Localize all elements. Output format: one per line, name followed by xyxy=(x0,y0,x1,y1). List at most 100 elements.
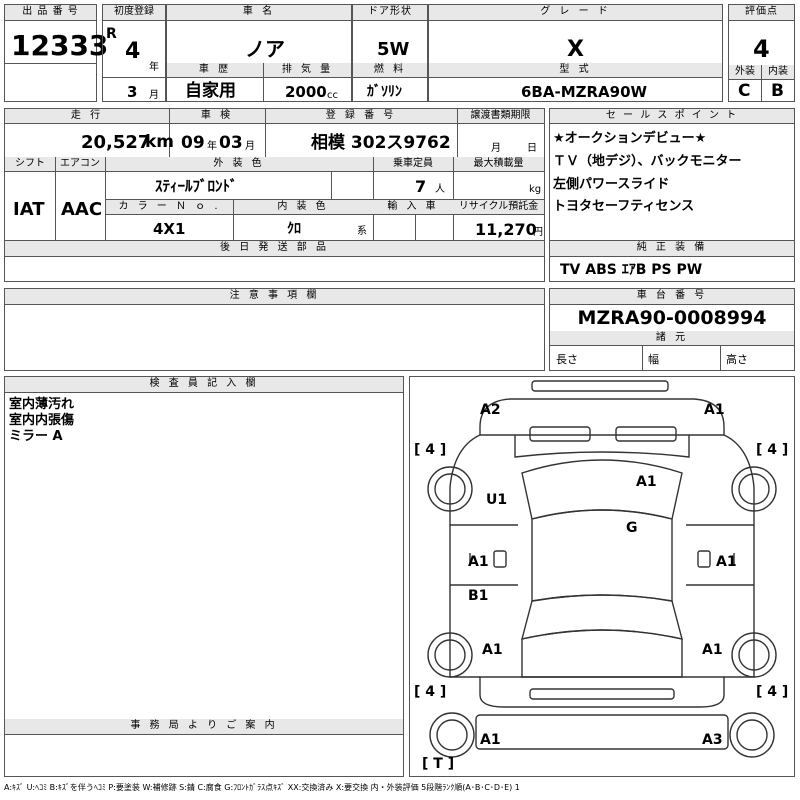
recycle-label: リサイクル預託金 xyxy=(453,200,544,215)
ext-color: ｽﾃｨｰﾙﾌﾞﾛﾝﾄﾞ xyxy=(155,177,238,195)
color-no-label: カ ラ ー Ｎ ｏ . xyxy=(106,200,233,215)
door-box: ドア形状 5W 燃 料 ｶﾞｿﾘﾝ xyxy=(352,4,428,102)
plate: 相模 302ス9762 xyxy=(311,133,451,153)
ext-color-label: 外 装 色 xyxy=(105,157,373,172)
int-color: ｸﾛ xyxy=(287,221,301,237)
shift-label: シフト xyxy=(5,157,55,172)
capacity-label: 乗車定員 xyxy=(373,157,453,172)
transfer-label: 譲渡書類期限 xyxy=(457,109,544,124)
tire-tread: [ T ] xyxy=(422,756,455,772)
cc-unit: cc xyxy=(327,90,338,101)
tire-tread: [ 4 ] xyxy=(414,684,447,700)
insp-month-unit: 月 xyxy=(245,141,255,152)
shift: IAT xyxy=(13,199,45,220)
model: 6BA-MZRA90W xyxy=(521,83,648,101)
car-name-label: 車 名 xyxy=(167,5,351,21)
office-label: 事 務 局 よ り ご 案 内 xyxy=(5,719,403,735)
max-load-label: 最大積載量 xyxy=(453,157,544,172)
int-color-unit: 系 xyxy=(357,226,367,237)
plate-label: 登 録 番 号 xyxy=(265,109,457,124)
displacement-label: 排 気 量 xyxy=(264,63,351,78)
insp-year: 09 xyxy=(181,133,205,153)
lot-number: 12333 xyxy=(11,29,109,62)
mileage-label: 走 行 xyxy=(5,109,169,124)
later-parts-label: 後 日 発 送 部 品 xyxy=(5,241,544,257)
tire-tread: [ 4 ] xyxy=(414,442,447,458)
chassis-box: 車 台 番 号 MZRA90-0008994 諸 元 長さ 幅 高さ xyxy=(549,288,795,371)
genuine-box: 純 正 装 備 TV ABS ｴｱB PS PW xyxy=(549,240,795,282)
grade-label: グ レ ー ド xyxy=(429,5,722,21)
tire-value: T xyxy=(433,756,443,772)
reg-month: 3 xyxy=(127,83,138,101)
door-label: ドア形状 xyxy=(353,5,427,21)
tire-value: 4 xyxy=(425,442,436,458)
era: R xyxy=(106,26,117,42)
height-label: 高さ xyxy=(726,353,748,366)
history-label: 車 歴 xyxy=(167,63,263,78)
tire-value: 4 xyxy=(425,684,436,700)
score-box: 評価点 4 外装 内装 C B xyxy=(728,4,795,102)
score: 4 xyxy=(753,35,770,63)
transfer-day: 日 xyxy=(527,143,537,154)
selling-point: 左側パワースライド xyxy=(553,177,670,192)
selling-points-box: セ ー ル ス ポ イ ン ト ★オークションデビュー★ ＴＶ（地デジ）、バック… xyxy=(549,108,795,242)
reg-year: 4 xyxy=(125,39,141,64)
int-label: 内装 xyxy=(762,65,794,80)
ext-grade: C xyxy=(738,81,751,101)
int-grade: B xyxy=(771,81,784,101)
damage-mark: A1 xyxy=(704,402,725,418)
lot-label: 出 品 番 号 xyxy=(5,5,96,21)
insp-year-unit: 年 xyxy=(207,141,217,152)
selling-point: ＴＶ（地デジ）、バックモニター xyxy=(553,154,742,169)
damage-mark: G xyxy=(626,520,638,536)
model-label: 型 式 xyxy=(429,63,722,78)
grade-box: グ レ ー ド X 型 式 6BA-MZRA90W xyxy=(428,4,723,102)
inspector-box: 検 査 員 記 入 欄 室内薄汚れ 室内内張傷 ミラー A 事 務 局 よ り … xyxy=(4,376,404,777)
color-no: 4X1 xyxy=(153,220,186,238)
mileage: 20,527 xyxy=(81,132,151,153)
genuine-label: 純 正 装 備 xyxy=(550,241,794,257)
history: 自家用 xyxy=(185,81,236,101)
damage-mark: A1 xyxy=(480,732,501,748)
ext-label: 外装 xyxy=(729,65,761,80)
year-unit: 年 xyxy=(149,62,159,73)
damage-mark: A2 xyxy=(480,402,501,418)
import-label: 輸 入 車 xyxy=(373,200,453,215)
later-parts-box: 後 日 発 送 部 品 xyxy=(4,240,545,282)
ac-label: エアコン xyxy=(55,157,105,172)
tire-value: 4 xyxy=(767,442,778,458)
insp-month: 03 xyxy=(219,133,243,153)
specs-label: 諸 元 xyxy=(550,331,794,346)
fuel: ｶﾞｿﾘﾝ xyxy=(367,84,402,100)
legend: A:ｷｽﾞ U:ﾍｺﾐ B:ｷｽﾞを伴うﾍｺﾐ P:要塗装 W:補修跡 S:錆 … xyxy=(4,783,520,792)
inspector-label: 検 査 員 記 入 欄 xyxy=(5,377,403,393)
damage-mark: A3 xyxy=(702,732,723,748)
tire-tread: [ 4 ] xyxy=(756,684,789,700)
genuine-equipment: TV ABS ｴｱB PS PW xyxy=(560,262,703,278)
damage-mark: B1 xyxy=(468,588,489,604)
recycle: 11,270 xyxy=(475,220,537,239)
caution-label: 注 意 事 項 欄 xyxy=(5,289,544,305)
grade: X xyxy=(567,37,584,62)
tire-value: 4 xyxy=(767,684,778,700)
car-name: ノア xyxy=(245,37,285,61)
chassis-number: MZRA90-0008994 xyxy=(577,307,767,329)
lot-box: 出 品 番 号 12333 xyxy=(4,4,108,102)
damage-mark: A1 xyxy=(636,474,657,490)
first-reg-label: 初度登録 xyxy=(103,5,165,21)
damage-mark: A1 xyxy=(702,642,723,658)
selling-point: トヨタセーフティセンス xyxy=(553,199,695,214)
info-box: 走 行 車 検 登 録 番 号 譲渡書類期限 20,527 km 09 年 03… xyxy=(4,108,545,242)
chassis-label: 車 台 番 号 xyxy=(550,289,794,305)
capacity: 7 xyxy=(415,177,427,196)
tire-tread: [ 4 ] xyxy=(756,442,789,458)
inspector-note: 室内内張傷 xyxy=(9,413,75,428)
inspector-note: ミラー A xyxy=(9,429,63,444)
selling-point: ★オークションデビュー★ xyxy=(553,131,707,146)
damage-mark: A1 xyxy=(468,554,489,570)
max-load-unit: kg xyxy=(529,184,542,195)
recycle-unit: 円 xyxy=(533,227,543,238)
car-outline-diagram xyxy=(427,380,777,758)
damage-diagram: A2 A1 A1 U1 G A1 A1 B1 A1 A1 A1 A3 [ 4 ]… xyxy=(409,376,795,777)
displacement: 2000 xyxy=(285,83,327,101)
